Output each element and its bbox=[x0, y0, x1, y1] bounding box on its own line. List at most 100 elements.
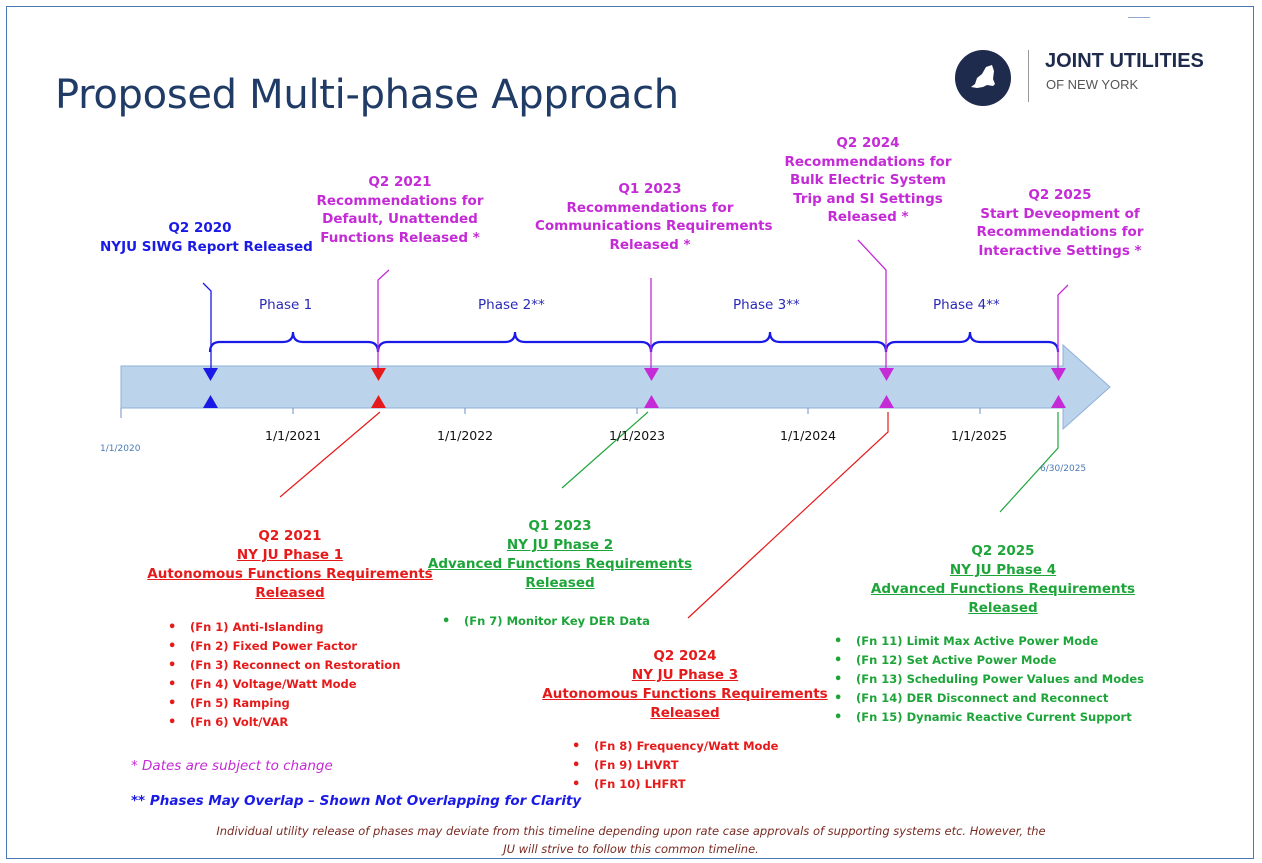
brace-phase-1 bbox=[208, 331, 380, 353]
footer-line-1: Individual utility release of phases may… bbox=[216, 824, 1046, 838]
phase-2-function-list: (Fn 7) Monitor Key DER Data bbox=[436, 612, 650, 631]
function-item: (Fn 11) Limit Max Active Power Mode bbox=[828, 632, 1144, 651]
release-date: Q2 2024 bbox=[653, 648, 717, 664]
milestone-text: Trip and SI Settings bbox=[793, 190, 943, 207]
tick-label-2022: 1/1/2022 bbox=[437, 428, 494, 443]
timeline-end-date: 6/30/2025 bbox=[1040, 464, 1087, 474]
milestone-text: Recommendations for bbox=[316, 192, 484, 209]
milestone-date: Q1 2023 bbox=[618, 181, 682, 197]
release-date: Q2 2025 bbox=[971, 543, 1035, 559]
release-date: Q1 2023 bbox=[528, 518, 592, 534]
phase-label-1: Phase 1 bbox=[259, 297, 313, 313]
leader-phase-2-release bbox=[561, 411, 649, 489]
function-item: (Fn 7) Monitor Key DER Data bbox=[436, 612, 650, 631]
release-name: NY JU Phase 4 bbox=[949, 562, 1057, 578]
footer-line-2: JU will strive to follow this common tim… bbox=[503, 842, 759, 856]
milestone-text: Recommendations for bbox=[976, 224, 1144, 240]
timeline-start-date: 1/1/2020 bbox=[100, 444, 141, 454]
function-item: (Fn 4) Voltage/Watt Mode bbox=[162, 675, 400, 694]
milestone-q2-2024: Q2 2024 Recommendations for Bulk Electri… bbox=[778, 134, 958, 227]
tick-label-2023: 1/1/2023 bbox=[609, 428, 666, 443]
phase-label-3: Phase 3** bbox=[733, 297, 800, 313]
release-requirements: Autonomous Functions Requirements bbox=[147, 566, 433, 582]
milestone-q2-2021: Q2 2021 Recommendations for Default, Una… bbox=[310, 173, 490, 247]
release-status: Released bbox=[255, 585, 325, 601]
release-date: Q2 2021 bbox=[258, 528, 322, 544]
milestone-q2-2020: Q2 2020 NYJU SIWG Report Released bbox=[100, 219, 313, 256]
phase-label-4: Phase 4** bbox=[933, 297, 1000, 313]
milestone-q2-2025: Q2 2025 Start Deveopment of Recommendati… bbox=[962, 186, 1158, 260]
function-item: (Fn 3) Reconnect on Restoration bbox=[162, 656, 400, 675]
milestone-date: Q2 2025 bbox=[1028, 187, 1092, 203]
timeline-arrow bbox=[120, 343, 1111, 431]
logo-text-line2: OF NEW YORK bbox=[1046, 77, 1139, 92]
function-item: (Fn 14) DER Disconnect and Reconnect bbox=[828, 689, 1144, 708]
milestone-text: Recommendations for bbox=[566, 199, 734, 216]
release-name: NY JU Phase 2 bbox=[506, 537, 614, 553]
new-york-state-shape bbox=[971, 65, 995, 88]
footer-disclaimer: Individual utility release of phases may… bbox=[20, 822, 1242, 858]
marker-down-q1-2023 bbox=[644, 368, 659, 381]
milestone-text: Interactive Settings * bbox=[978, 242, 1142, 259]
release-name: NY JU Phase 1 bbox=[236, 547, 344, 563]
release-status: Released bbox=[650, 705, 720, 721]
milestone-date: Q2 2024 bbox=[836, 135, 900, 151]
function-item: (Fn 5) Ramping bbox=[162, 694, 400, 713]
milestone-text: Released * bbox=[827, 209, 909, 225]
release-requirements: Autonomous Functions Requirements bbox=[542, 686, 828, 702]
leader-q2-2021-top bbox=[377, 269, 390, 372]
phase-3-function-list: (Fn 8) Frequency/Watt Mode (Fn 9) LHVRT … bbox=[566, 737, 778, 794]
release-phase-1: Q2 2021 NY JU Phase 1 Autonomous Functio… bbox=[140, 527, 440, 603]
function-item: (Fn 6) Volt/VAR bbox=[162, 713, 400, 732]
function-item: (Fn 1) Anti-Islanding bbox=[162, 618, 400, 637]
release-phase-4: Q2 2025 NY JU Phase 4 Advanced Functions… bbox=[858, 542, 1148, 618]
decorative-line bbox=[1128, 17, 1150, 18]
milestone-q1-2023: Q1 2023 Recommendations for Communicatio… bbox=[535, 180, 773, 254]
tick-label-2021: 1/1/2021 bbox=[265, 428, 322, 443]
leader-q2-2024-top bbox=[857, 239, 887, 372]
phase-label-2: Phase 2** bbox=[478, 297, 545, 313]
milestone-text: Communications Requirements bbox=[535, 218, 773, 234]
milestone-text: Released * bbox=[609, 236, 691, 253]
function-item: (Fn 2) Fixed Power Factor bbox=[162, 637, 400, 656]
leader-q2-2020 bbox=[202, 282, 212, 372]
function-item: (Fn 10) LHFRT bbox=[566, 775, 778, 794]
logo-text-line1: JOINT UTILITIES bbox=[1045, 50, 1204, 72]
leader-q2-2025-top bbox=[1057, 284, 1069, 372]
milestone-date: Q2 2020 bbox=[168, 220, 232, 236]
release-phase-3: Q2 2024 NY JU Phase 3 Autonomous Functio… bbox=[535, 647, 835, 723]
release-name: NY JU Phase 3 bbox=[631, 667, 739, 683]
leader-phase-4-release bbox=[999, 412, 1059, 513]
note-overlap: ** Phases May Overlap – Shown Not Overla… bbox=[131, 793, 582, 809]
phase-4-function-list: (Fn 11) Limit Max Active Power Mode (Fn … bbox=[828, 632, 1144, 727]
new-york-state-icon bbox=[955, 50, 1011, 106]
milestone-text: NYJU SIWG Report Released bbox=[100, 238, 313, 255]
logo: JOINT UTILITIES OF NEW YORK bbox=[955, 46, 1204, 106]
release-requirements: Advanced Functions Requirements bbox=[427, 556, 693, 572]
marker-up-q2-2025 bbox=[1051, 395, 1066, 408]
milestone-text: Bulk Electric System bbox=[790, 172, 946, 188]
marker-up-q2-2021 bbox=[371, 395, 386, 408]
marker-up-q2-2024 bbox=[879, 395, 894, 408]
milestone-text: Default, Unattended bbox=[322, 211, 478, 227]
function-item: (Fn 9) LHVRT bbox=[566, 756, 778, 775]
release-phase-2: Q1 2023 NY JU Phase 2 Advanced Functions… bbox=[420, 517, 700, 593]
marker-down-q2-2020 bbox=[203, 368, 218, 381]
milestone-text: Functions Released * bbox=[320, 229, 480, 246]
marker-down-q2-2021 bbox=[371, 368, 386, 381]
phase-1-function-list: (Fn 1) Anti-Islanding (Fn 2) Fixed Power… bbox=[162, 618, 400, 732]
function-item: (Fn 12) Set Active Power Mode bbox=[828, 651, 1144, 670]
leader-phase-1-release bbox=[279, 411, 381, 498]
brace-phase-4 bbox=[884, 331, 1060, 353]
release-status: Released bbox=[525, 575, 595, 591]
logo-divider bbox=[1028, 50, 1029, 102]
milestone-text: Recommendations for bbox=[784, 153, 952, 170]
marker-down-q2-2024 bbox=[879, 368, 894, 381]
function-item: (Fn 15) Dynamic Reactive Current Support bbox=[828, 708, 1144, 727]
slide-title: Proposed Multi-phase Approach bbox=[55, 72, 679, 118]
marker-down-q2-2025 bbox=[1051, 368, 1066, 381]
function-item: (Fn 8) Frequency/Watt Mode bbox=[566, 737, 778, 756]
function-item: (Fn 13) Scheduling Power Values and Mode… bbox=[828, 670, 1144, 689]
milestone-date: Q2 2021 bbox=[368, 174, 432, 190]
